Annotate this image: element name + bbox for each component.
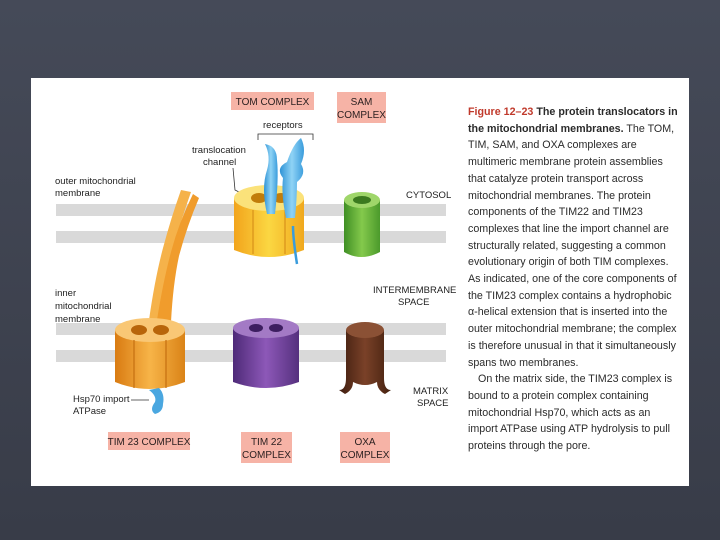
intermembrane-label-2: SPACE (398, 297, 430, 308)
svg-text:COMPLEX: COMPLEX (242, 450, 291, 461)
oxa-complex-box: OXA COMPLEX (340, 432, 390, 463)
caption-body-1: The TOM, TIM, SAM, and OXA complexes are… (468, 122, 677, 369)
sam-complex (344, 192, 380, 257)
tom-complex-box: TOM COMPLEX (231, 92, 314, 110)
translocation-channel-label: translocation (192, 145, 246, 156)
hsp70-label: Hsp70 import (73, 394, 130, 405)
caption-paragraph-2: On the matrix side, the TIM23 complex is… (468, 371, 682, 455)
slide-panel: TOM COMPLEX SAM COMPLEX TIM 23 COMPLEX T… (31, 78, 689, 486)
tim23-complex-box: TIM 23 COMPLEX (108, 432, 191, 450)
translocation-channel-label-2: channel (203, 157, 236, 168)
svg-text:SAM: SAM (351, 97, 373, 108)
oxa-complex (339, 322, 391, 394)
matrix-label-2: SPACE (417, 398, 449, 409)
tim22-complex (233, 318, 299, 388)
svg-text:TOM COMPLEX: TOM COMPLEX (236, 97, 310, 108)
tim23-complex (115, 190, 199, 389)
matrix-label: MATRIX (413, 386, 449, 397)
svg-text:TIM 22: TIM 22 (251, 437, 283, 448)
inner-membrane-label-3: membrane (55, 314, 100, 325)
inner-membrane-label-2: mitochondrial (55, 301, 112, 312)
outer-membrane-label: outer mitochondrial (55, 176, 136, 187)
svg-text:COMPLEX: COMPLEX (341, 450, 390, 461)
svg-text:OXA: OXA (354, 437, 375, 448)
receptors-bracket (257, 133, 314, 140)
figure-number: Figure 12–23 (468, 106, 534, 118)
hsp70-atpase (149, 388, 164, 414)
cytosol-label: CYTOSOL (406, 190, 451, 201)
tom-receptor (264, 138, 304, 265)
sam-complex-box: SAM COMPLEX (337, 92, 386, 123)
figure-title: The protein translocators in the mitocho… (468, 106, 678, 135)
svg-text:COMPLEX: COMPLEX (337, 110, 386, 121)
outer-membrane-label-2: membrane (55, 188, 100, 199)
intermembrane-label: INTERMEMBRANE (373, 285, 456, 296)
hsp70-label-2: ATPase (73, 406, 106, 417)
caption-paragraph-1: Figure 12–23 The protein translocators i… (468, 104, 682, 371)
caption-body-2: On the matrix side, the TIM23 complex is… (468, 373, 673, 453)
figure-caption: Figure 12–23 The protein translocators i… (468, 104, 682, 455)
translocator-diagram: TOM COMPLEX SAM COMPLEX TIM 23 COMPLEX T… (55, 92, 456, 463)
svg-text:TIM 23 COMPLEX: TIM 23 COMPLEX (108, 437, 191, 448)
inner-membrane-label: inner (55, 288, 76, 299)
receptors-label: receptors (263, 120, 303, 131)
tim22-complex-box: TIM 22 COMPLEX (241, 432, 292, 463)
